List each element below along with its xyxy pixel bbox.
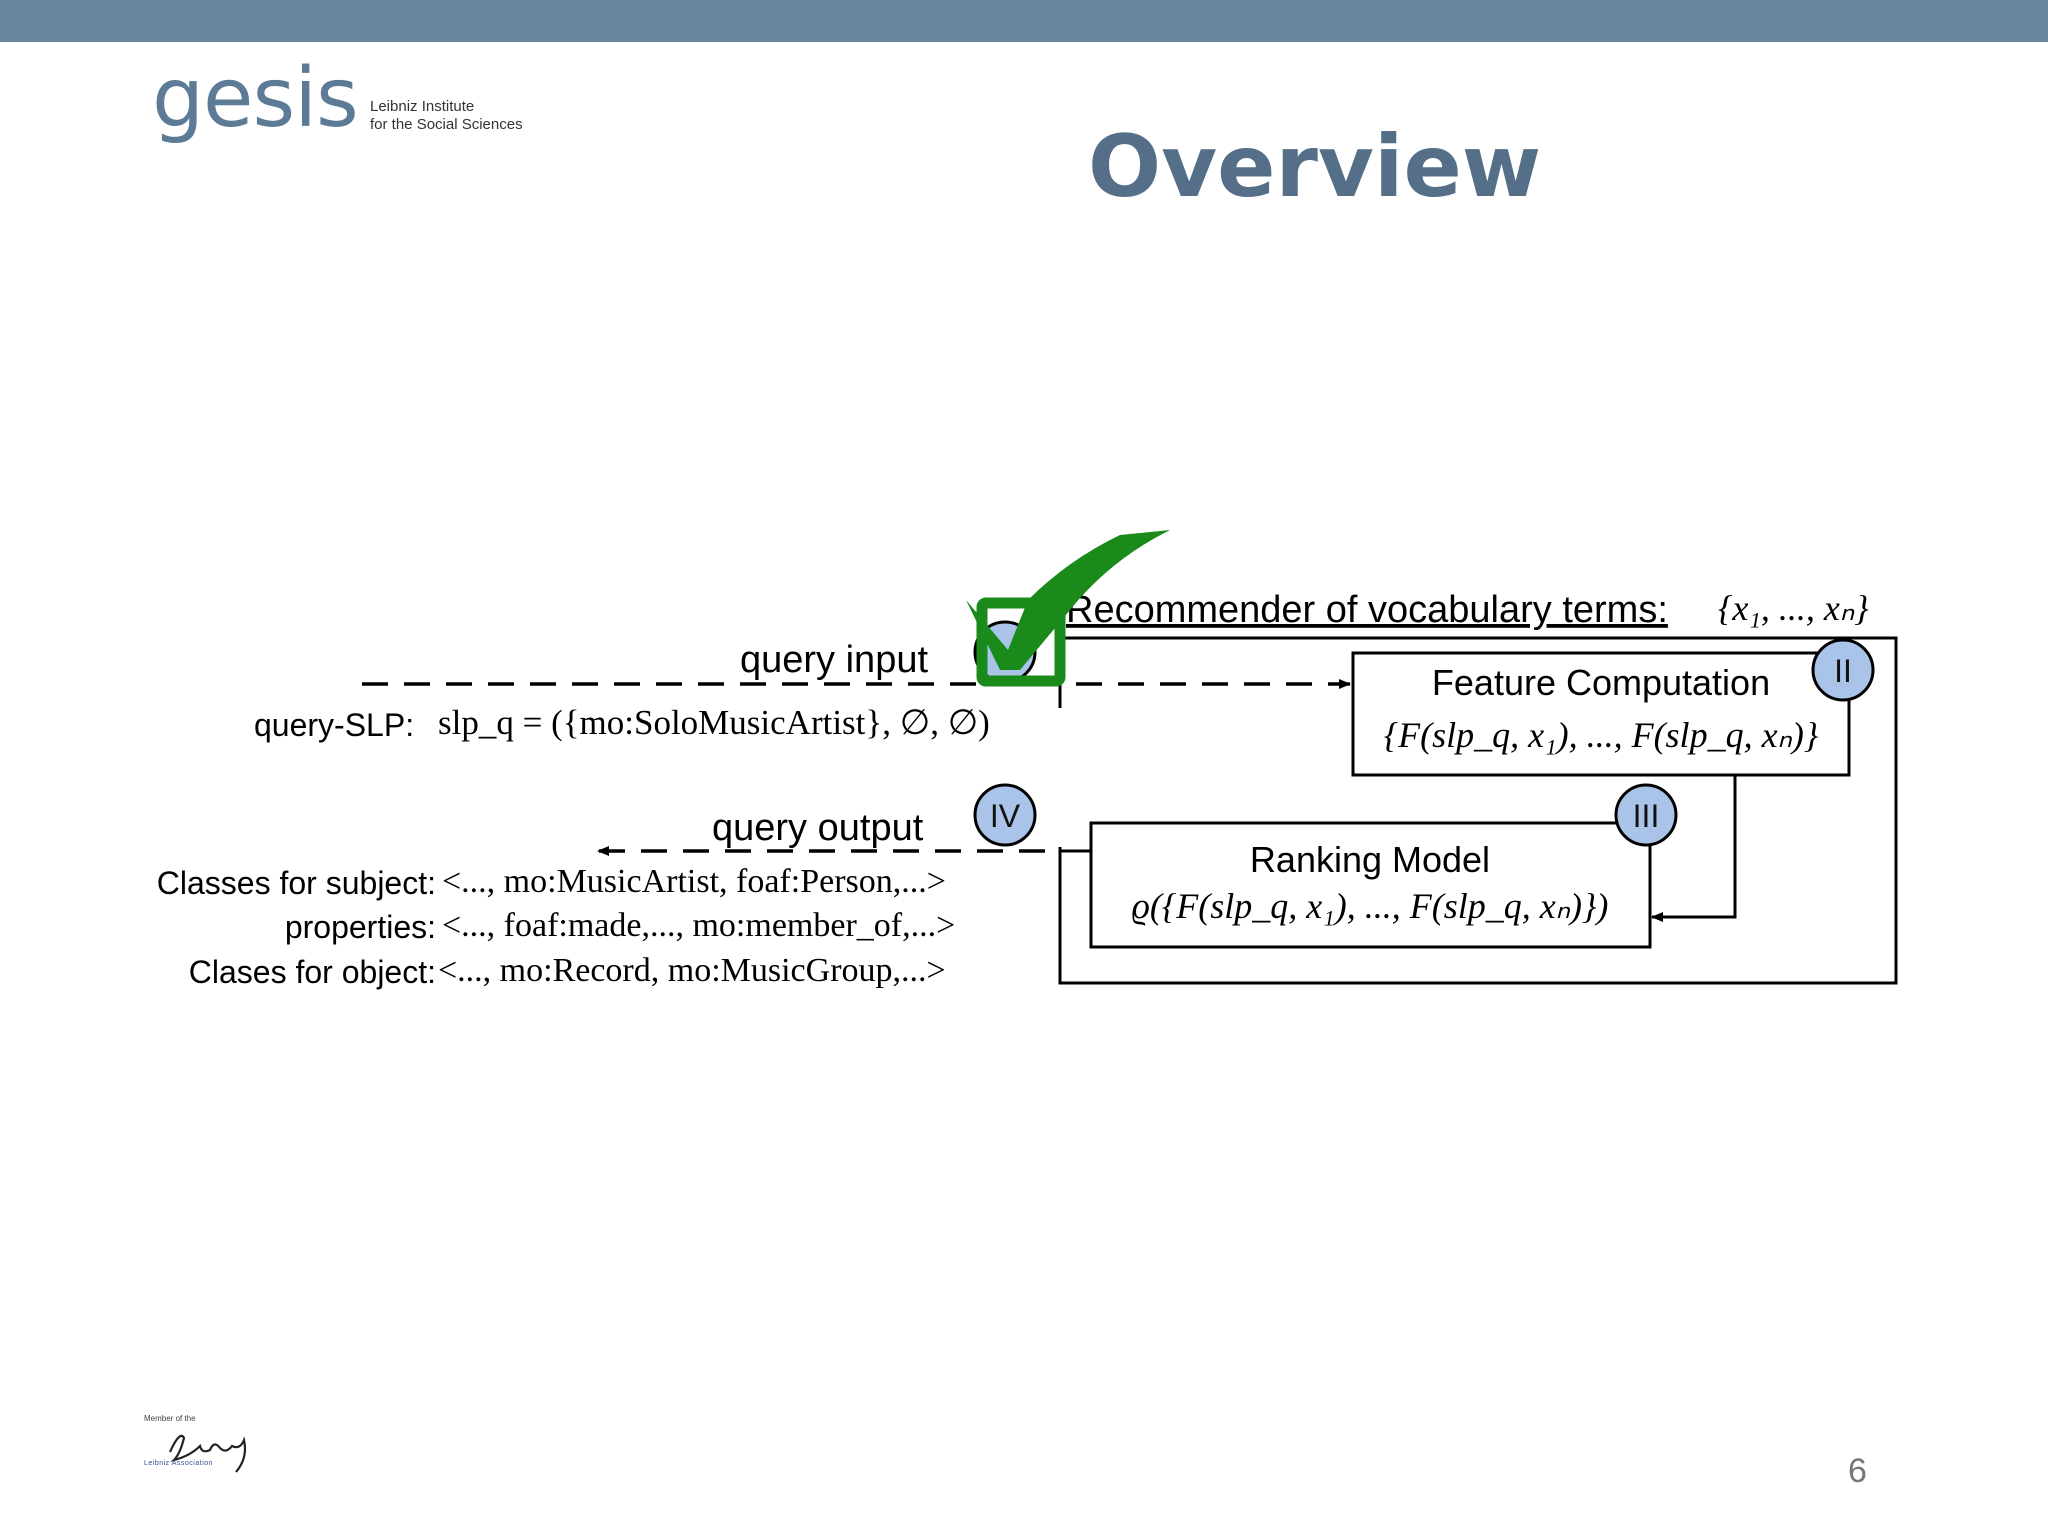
feature-computation-formula: {F(slp_q, x₁), ..., F(slp_q, xₙ)}	[1384, 715, 1819, 755]
green-checkmark-icon	[966, 530, 1170, 687]
ranking-model-badge-label: III	[1633, 798, 1660, 834]
leibniz-association-text: Leibniz Association	[144, 1460, 214, 1467]
feature-computation-badge-label: II	[1834, 653, 1852, 689]
query-output-badge	[973, 783, 1037, 847]
recommender-box	[1058, 636, 1898, 985]
output-row-subject-label: Classes for subject:	[157, 865, 436, 901]
ranking-model-badge	[1614, 783, 1678, 847]
logo-wordmark: gesis	[152, 51, 359, 146]
query-input-label: query input	[740, 639, 928, 681]
query-output-badge-label: IV	[990, 798, 1021, 834]
logo-subtitle-line1: Leibniz Institute	[370, 98, 475, 115]
leibniz-member-logo: Member of the Leibniz Association	[140, 1410, 260, 1490]
logo-subtitle: Leibniz Institute for the Social Science…	[370, 98, 523, 134]
output-row-properties-label: properties:	[285, 909, 436, 945]
feature-computation-badge	[1811, 638, 1875, 702]
recommender-terms: {x₁, ..., xₙ}	[1718, 588, 1869, 628]
output-row-properties-value: <..., foaf:made,..., mo:member_of,...>	[442, 907, 955, 944]
query-slp-label: query-SLP:	[254, 707, 414, 743]
logo-subtitle-line2: for the Social Sciences	[370, 116, 523, 133]
ranking-model-formula: ϱ({F(slp_q, x₁), ..., F(slp_q, xₙ)})	[1132, 886, 1609, 926]
gesis-logo: gesis Leibniz Institute for the Social S…	[152, 58, 572, 168]
feature-to-ranking-connector	[1651, 775, 1737, 922]
ranking-model-box	[1089, 821, 1652, 949]
ranking-model-title: Ranking Model	[1250, 839, 1490, 880]
query-output-label: query output	[712, 807, 924, 849]
feature-computation-box	[1351, 651, 1851, 777]
slide-title: Overview	[1088, 117, 1542, 217]
output-row-subject-value: <..., mo:MusicArtist, foaf:Person,...>	[442, 863, 946, 900]
top-bar	[0, 0, 2048, 42]
feature-computation-title: Feature Computation	[1432, 662, 1770, 703]
leibniz-signature-icon	[168, 1434, 247, 1473]
recommender-label: Recommender of vocabulary terms:	[1066, 589, 1668, 631]
output-row-object-label: Clases for object:	[189, 954, 436, 990]
output-row-object-value: <..., mo:Record, mo:MusicGroup,...>	[438, 952, 946, 989]
query-slp-formula: slp_q = ({mo:SoloMusicArtist}, ∅, ∅)	[438, 703, 990, 742]
leibniz-member-text: Member of the	[144, 1414, 196, 1423]
page-number: 6	[1848, 1452, 1867, 1490]
